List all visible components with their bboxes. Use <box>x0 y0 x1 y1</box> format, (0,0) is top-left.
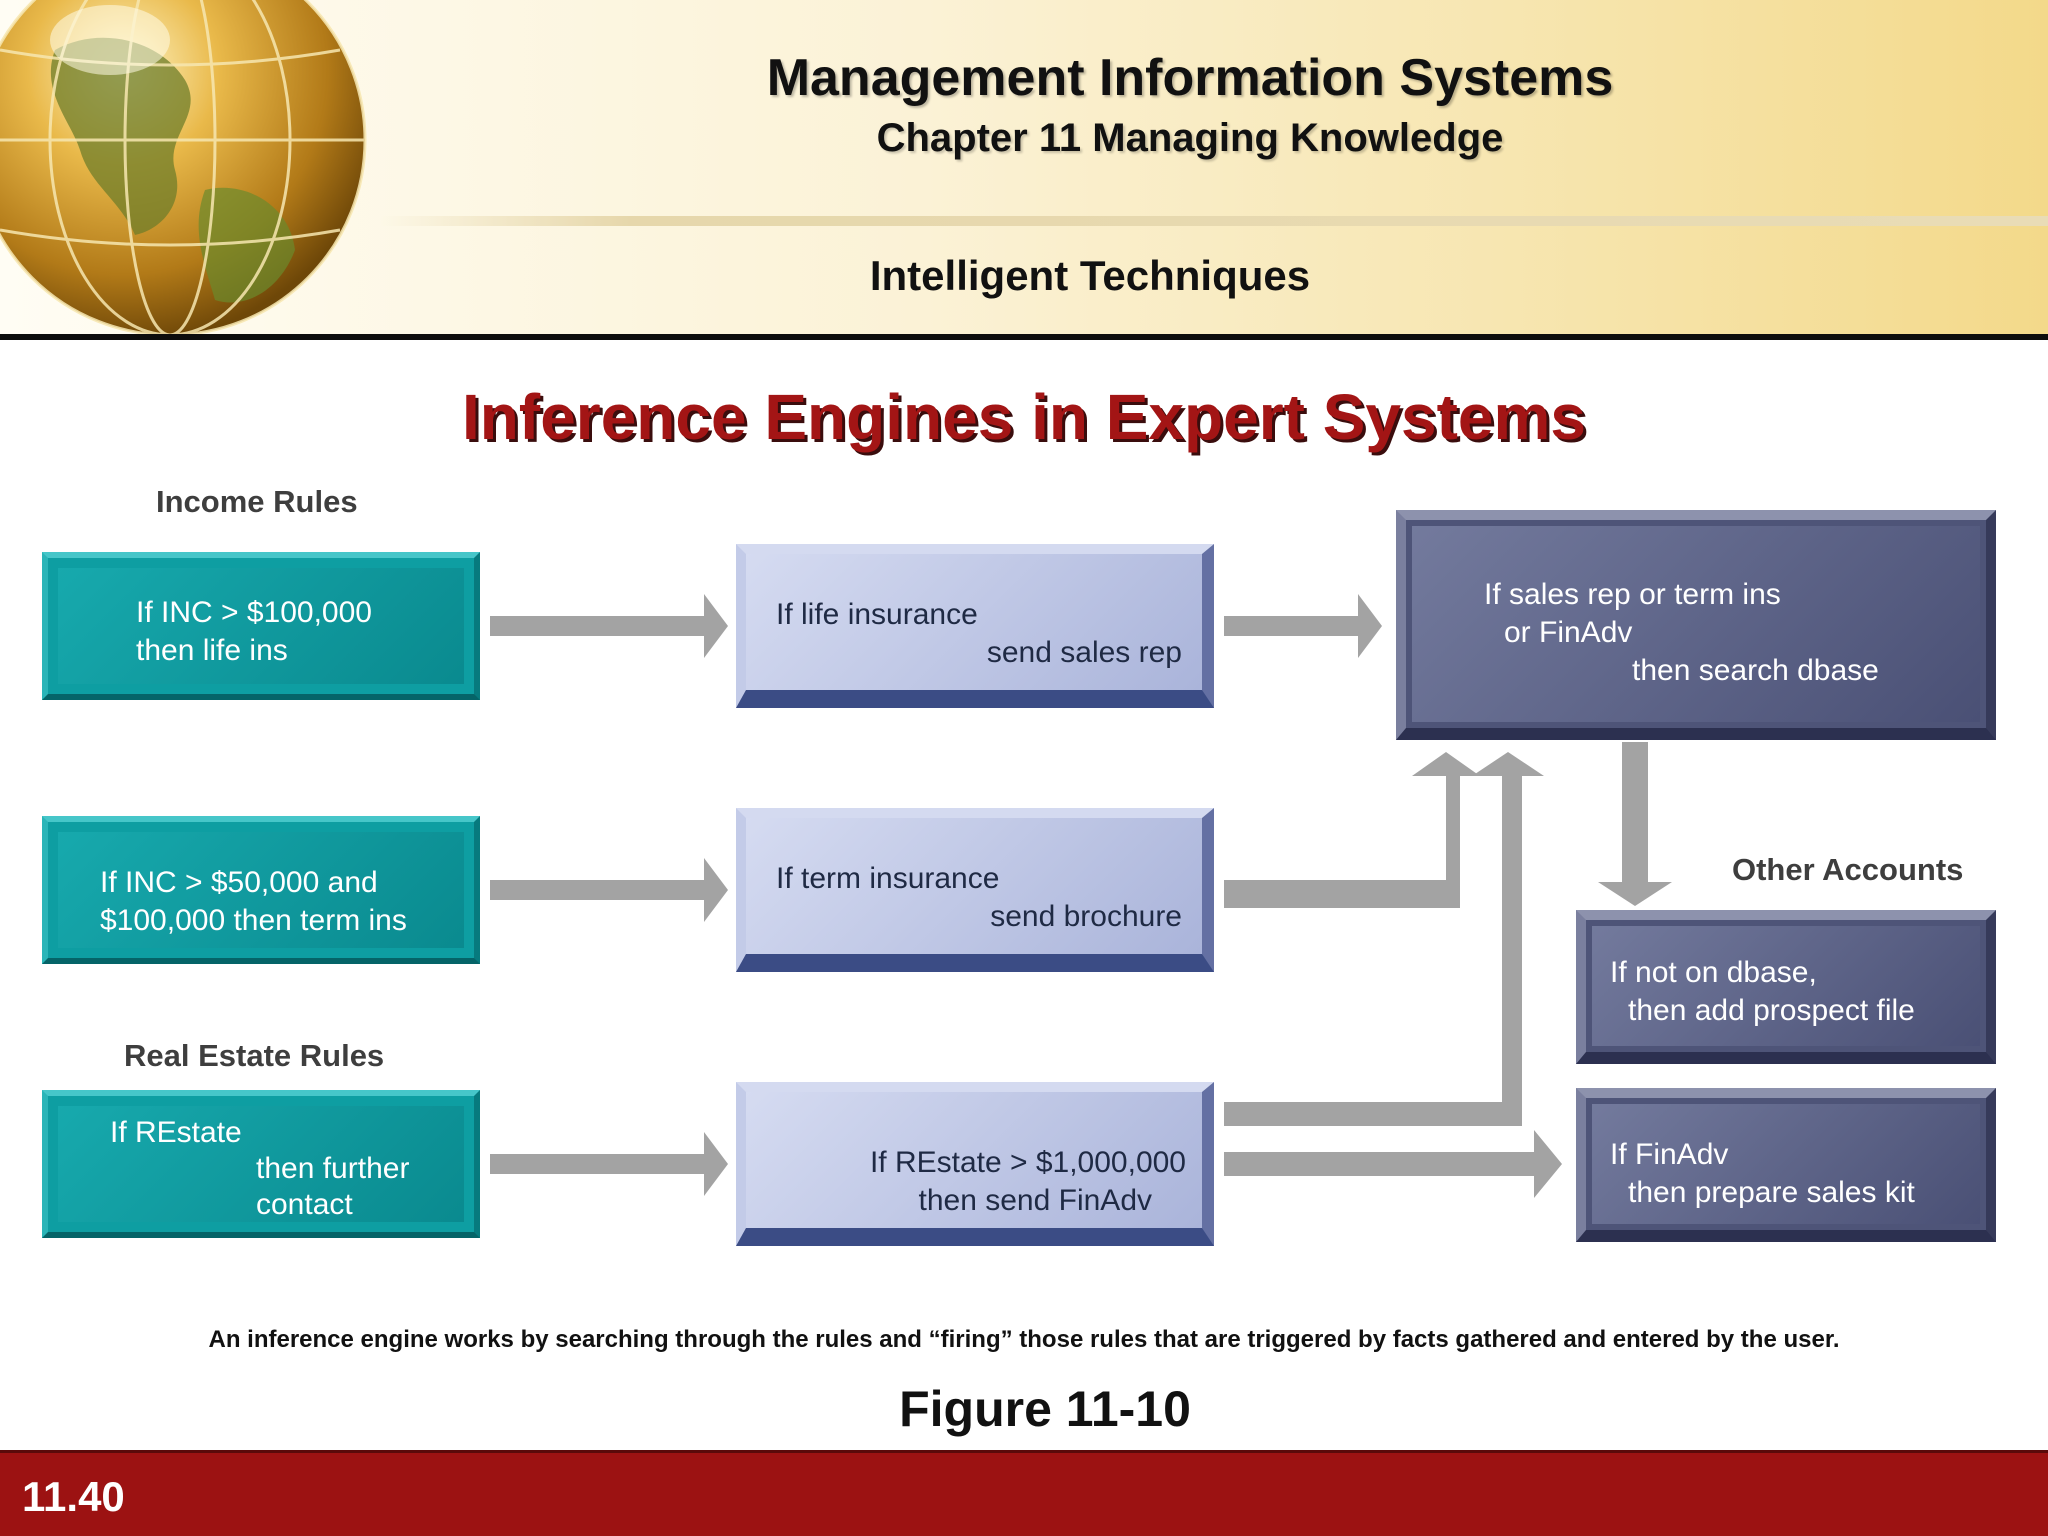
rule-income-mid: If INC > $50,000 and $100,000 then term … <box>42 816 480 964</box>
rule-face <box>1592 1104 1980 1224</box>
rule-line: If not on dbase, <box>1610 956 1817 989</box>
course-title: Management Information Systems <box>766 49 1614 107</box>
rule-line: or FinAdv <box>1504 616 1633 649</box>
slide-footer: 11.40 <box>0 1450 2048 1536</box>
rule-term-insurance: If term insurance send brochure <box>736 808 1214 972</box>
rule-face <box>58 832 464 948</box>
rule-line: then add prospect file <box>1628 994 1915 1027</box>
header-divider <box>380 216 2048 226</box>
rule-line: $100,000 then term ins <box>100 904 407 937</box>
arrow-income-high-to-life <box>490 594 728 658</box>
real-estate-rules-label: Real Estate Rules <box>124 1038 385 1073</box>
rule-line: If sales rep or term ins <box>1484 578 1781 611</box>
arrow-restate-to-restate-high <box>490 1132 728 1196</box>
rule-line: then send FinAdv <box>918 1184 1152 1217</box>
other-accounts-label: Other Accounts <box>1732 852 1964 887</box>
rule-line: send brochure <box>990 900 1182 933</box>
rule-line: then further <box>256 1152 410 1185</box>
rule-face <box>58 568 464 684</box>
arrow-restate-to-search <box>1224 752 1544 1126</box>
rule-face <box>1412 526 1980 722</box>
globe-icon <box>0 0 367 337</box>
rule-line: If FinAdv <box>1610 1138 1729 1171</box>
slide-title: Inference Engines in Expert Systems <box>462 381 1586 453</box>
rule-line: If INC > $100,000 <box>136 596 372 629</box>
rule-face <box>746 554 1202 690</box>
figure-caption: An inference engine works by searching t… <box>208 1326 1840 1353</box>
chapter-title: Chapter 11 Managing Knowledge <box>876 116 1504 160</box>
rule-face <box>58 1106 464 1222</box>
rule-line: contact <box>256 1188 353 1221</box>
rule-line: If REstate <box>110 1116 242 1149</box>
section-title: Intelligent Techniques <box>869 252 1311 299</box>
arrow-search-to-prospect <box>1598 742 1672 906</box>
rule-line: send sales rep <box>986 636 1182 669</box>
rule-income-high: If INC > $100,000 then life ins <box>42 552 480 700</box>
arrow-restate-to-saleskit <box>1224 1130 1562 1198</box>
rule-real-estate: If REstate then further contact <box>42 1090 480 1238</box>
rule-search-dbase: If sales rep or term ins or FinAdv then … <box>1396 510 1996 740</box>
rule-face <box>746 818 1202 954</box>
rule-line: If REstate > $1,000,000 <box>869 1146 1186 1179</box>
rule-line: then life ins <box>136 634 288 667</box>
rule-line: If life insurance <box>776 598 978 631</box>
rule-prospect-file: If not on dbase, then add prospect file <box>1576 910 1996 1064</box>
rule-face <box>746 1092 1202 1228</box>
slide-number: 11.40 <box>22 1473 125 1520</box>
arrow-life-to-search <box>1224 594 1382 658</box>
rule-sales-kit: If FinAdv then prepare sales kit <box>1576 1088 1996 1242</box>
rule-restate-high: If REstate > $1,000,000 then send FinAdv <box>736 1082 1214 1246</box>
header-rule <box>0 334 2048 340</box>
rule-face <box>1592 926 1980 1046</box>
rule-line: If term insurance <box>776 862 1000 895</box>
rule-line: If INC > $50,000 and <box>100 866 378 899</box>
figure-label: Figure 11-10 <box>899 1381 1191 1437</box>
rule-line: then search dbase <box>1632 654 1879 687</box>
arrow-term-to-search <box>1224 752 1480 908</box>
arrow-income-mid-to-term <box>490 858 728 922</box>
rule-life-insurance: If life insurance send sales rep <box>736 544 1214 708</box>
income-rules-label: Income Rules <box>156 484 358 519</box>
slide-header: Management Information Systems Chapter 1… <box>0 0 2048 337</box>
rule-line: then prepare sales kit <box>1628 1176 1915 1209</box>
